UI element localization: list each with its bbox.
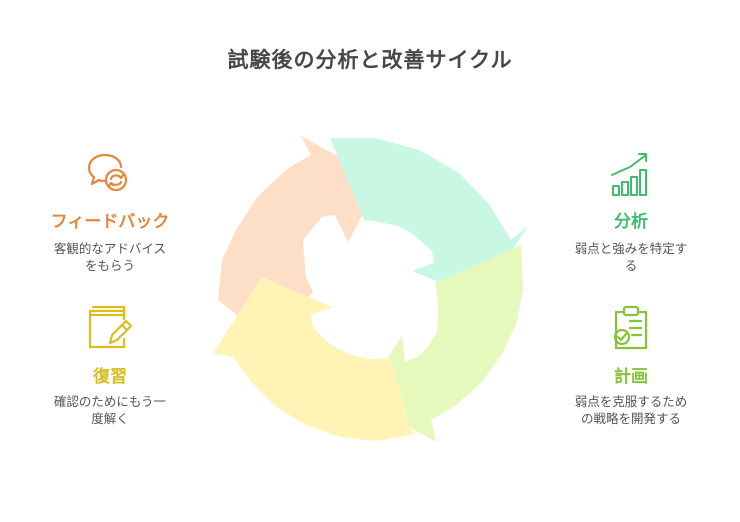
- step-desc-feedback-line1: 客観的なアドバイス: [53, 241, 167, 256]
- step-desc-analysis-line2: る: [624, 258, 638, 273]
- step-desc-plan-line1: 弱点を克服するため: [574, 394, 688, 409]
- step-desc-plan: 弱点を克服するため の戦略を開発する: [556, 393, 706, 427]
- step-desc-review: 確認のためにもう一 度解く: [36, 393, 184, 427]
- cycle-diagram: [213, 136, 528, 442]
- step-label-analysis: 分析: [614, 212, 648, 232]
- cycle-segment-review: [213, 277, 413, 441]
- step-desc-analysis-line1: 弱点と強みを特定す: [574, 241, 688, 256]
- step-desc-analysis: 弱点と強みを特定す る: [556, 240, 706, 274]
- step-desc-feedback: 客観的なアドバイス をもらう: [36, 240, 184, 274]
- notebook-pencil-icon: [88, 305, 133, 349]
- step-label-review: 復習: [93, 367, 127, 387]
- step-desc-review-line2: 度解く: [91, 411, 129, 426]
- clipboard-check-icon: [613, 305, 648, 350]
- diagram-title: 試験後の分析と改善サイクル: [227, 48, 513, 72]
- step-desc-feedback-line2: をもらう: [84, 258, 135, 273]
- bar-chart-growth-icon: [611, 153, 647, 196]
- step-label-feedback: フィードバック: [50, 212, 170, 232]
- step-desc-plan-line2: の戦略を開発する: [580, 411, 681, 426]
- step-desc-review-line1: 確認のためにもう一: [53, 394, 167, 409]
- step-label-plan: 計画: [614, 367, 648, 387]
- cycle-segment-analysis: [330, 138, 528, 299]
- speech-bubbles-icon: [87, 153, 128, 192]
- cycle-segment-plan: [362, 245, 523, 442]
